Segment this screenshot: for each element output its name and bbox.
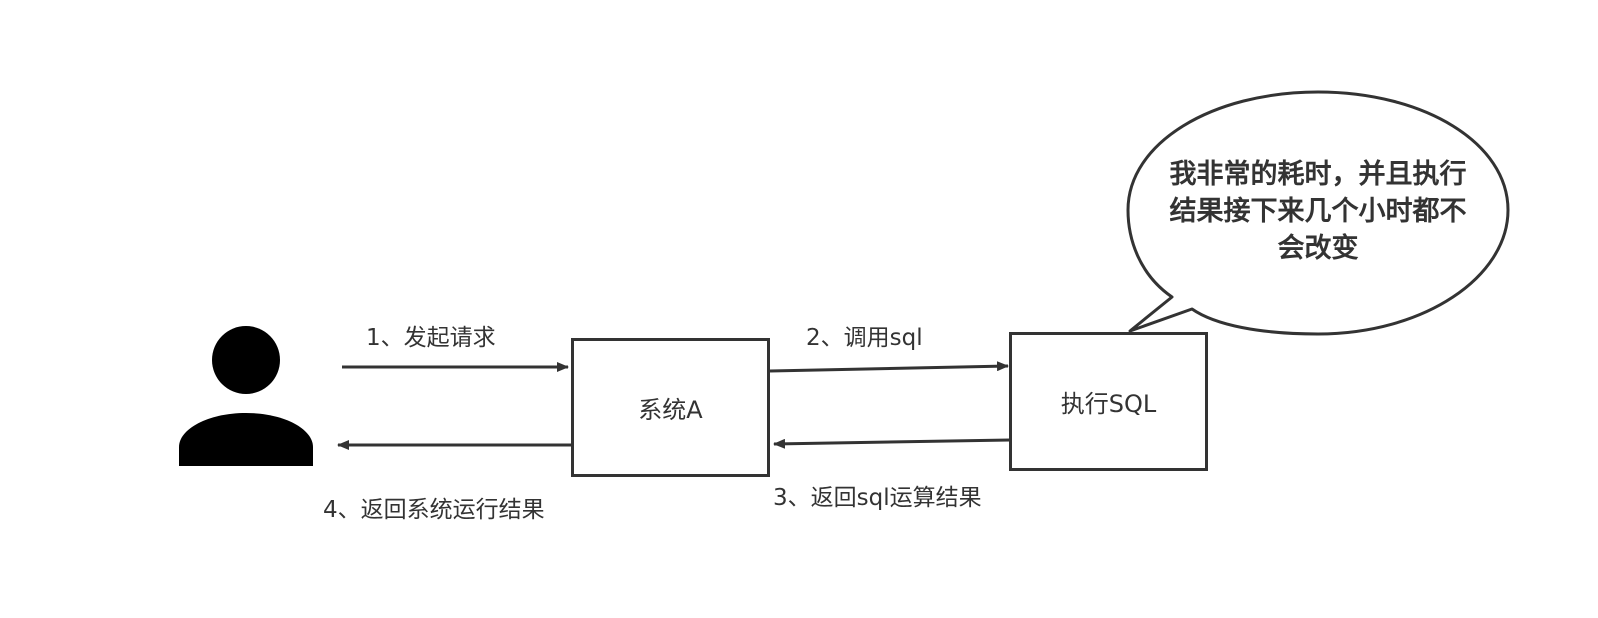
edge-label-return-sql-result: 3、返回sql运算结果 — [773, 485, 982, 511]
callout-line: 我非常的耗时，并且执行 — [1169, 159, 1467, 190]
exec-sql-box: 执行SQL — [1009, 332, 1208, 471]
arrow-exec-sql-to-system-a — [773, 438, 1011, 449]
arrow-system-a-to-exec-sql — [769, 361, 1009, 373]
system-a-box: 系统A — [571, 338, 770, 477]
edge-label-return-system-result: 4、返回系统运行结果 — [323, 497, 545, 523]
speech-bubble — [1126, 90, 1510, 336]
exec-sql-label: 执行SQL — [1060, 390, 1157, 418]
system-a-label: 系统A — [638, 396, 703, 424]
person-body — [179, 413, 313, 466]
callout-text: 我非常的耗时，并且执行 结果接下来几个小时都不 会改变 — [1152, 156, 1484, 267]
edge-label-call-sql: 2、调用sql — [806, 325, 923, 351]
person-head — [212, 326, 280, 394]
person-icon — [179, 326, 313, 466]
edge-label-send-request: 1、发起请求 — [366, 325, 496, 351]
callout-line: 结果接下来几个小时都不 — [1169, 196, 1467, 227]
callout-line: 会改变 — [1277, 233, 1359, 264]
